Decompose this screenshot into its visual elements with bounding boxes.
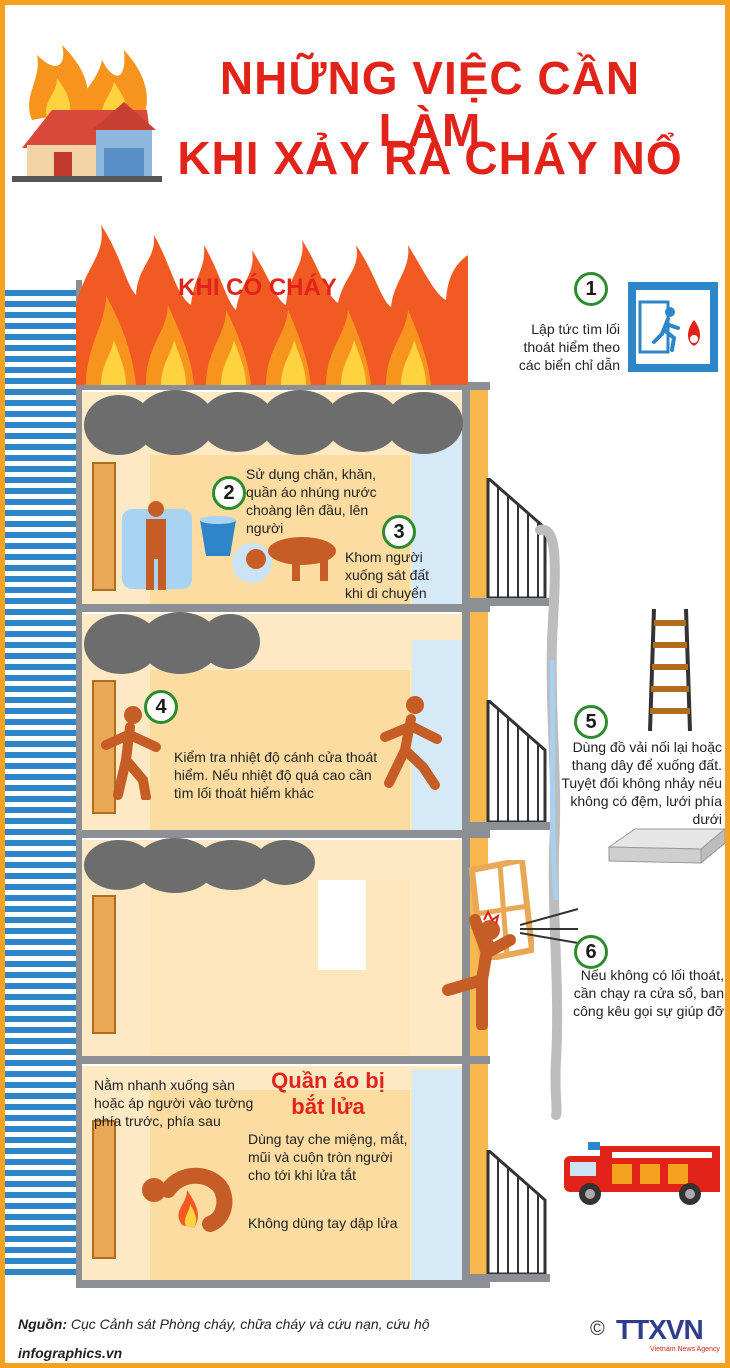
clothes-fire-tip-1: Nằm nhanh xuống sàn hoặc áp người vào tư… <box>94 1077 254 1129</box>
floor-slab <box>76 1280 490 1288</box>
floor-slab <box>76 1056 490 1064</box>
source-line: Nguồn: Cục Cảnh sát Phòng cháy, chữa chá… <box>18 1316 430 1332</box>
balcony-column <box>470 612 488 830</box>
safety-mattress-icon <box>607 827 727 865</box>
window-glass <box>412 1070 462 1280</box>
step-badge-2: 2 <box>212 476 246 510</box>
step-badge-6: 6 <box>574 935 608 969</box>
clothes-fire-heading: Quần áo bị bắt lửa <box>271 1068 385 1119</box>
person-with-wet-blanket-icon <box>122 501 192 590</box>
rooftop-flames-icon <box>76 225 468 385</box>
door <box>92 895 116 1034</box>
balcony-railing <box>470 478 550 606</box>
door <box>92 462 116 591</box>
rope-ladder-icon <box>648 608 692 732</box>
title-line-1: NHỮNG VIỆC CẦN LÀM <box>219 52 641 156</box>
source-text: Cục Cảnh sát Phòng cháy, chữa cháy và cứ… <box>70 1316 430 1332</box>
copyright-symbol: © <box>590 1318 605 1340</box>
person-checking-door-icon <box>101 706 161 800</box>
crawling-person-icon <box>232 537 336 583</box>
smoke-cloud <box>200 614 260 669</box>
step-badge-5: 5 <box>574 705 608 739</box>
back-wall <box>150 455 410 605</box>
step-text-6: Nếu không có lối thoát, cần chạy ra cửa … <box>573 967 724 1019</box>
section-heading-fire: KHI CÓ CHÁY <box>178 274 337 301</box>
clothes-fire-tip-2: Dùng tay che miệng, mắt, mũi và cuộn trò… <box>248 1131 408 1183</box>
floor-slab <box>76 382 490 390</box>
building-facade-stripes <box>0 290 76 1280</box>
step-badge-1: 1 <box>574 272 608 306</box>
fire-truck-icon <box>564 1142 720 1205</box>
building-wall-right <box>462 382 470 1288</box>
rolling-person-on-fire-icon <box>142 1167 233 1232</box>
smoke-cloud <box>385 392 463 454</box>
floor-slab <box>76 604 490 612</box>
step-badge-4: 4 <box>144 690 178 724</box>
ttxvn-logo-subtitle: Vietnam News Agency <box>650 1346 720 1353</box>
balcony-column <box>470 1064 488 1280</box>
step-text-1: Lập tức tìm lối thoát hiểm theo các biển… <box>518 321 620 373</box>
burning-house-icon <box>12 45 162 182</box>
building-wall-left <box>76 280 82 1288</box>
cloth-rope <box>535 524 563 1120</box>
person-calling-help-icon <box>442 910 516 1030</box>
emergency-exit-sign-icon <box>628 282 718 372</box>
back-wall <box>150 880 410 1055</box>
shout-lines-icon <box>520 908 579 944</box>
source-label: Nguồn: <box>18 1316 67 1332</box>
water-bucket-icon <box>200 516 236 556</box>
title-line-2: KHI XẢY RA CHÁY NỔ <box>177 132 683 184</box>
back-wall <box>150 670 410 830</box>
balcony-column <box>470 390 488 604</box>
step-badge-3: 3 <box>382 515 416 549</box>
site-link[interactable]: infographics.vn <box>18 1345 123 1361</box>
ttxvn-logo: TTXVN <box>616 1314 704 1345</box>
step-text-4: Kiểm tra nhiệt độ cánh cửa thoát hiểm. N… <box>174 749 378 801</box>
step-text-3: Khom người xuống sát đất khi di chuyển <box>345 549 430 601</box>
back-wall <box>150 1090 410 1280</box>
clothes-fire-tip-3: Không dùng tay dập lửa <box>248 1215 398 1231</box>
door <box>92 1120 116 1259</box>
floor-slab <box>76 830 490 838</box>
step-text-5: Dùng đồ vải nối lại hoặc thang dây để xu… <box>561 739 722 827</box>
doorway <box>318 880 366 970</box>
balcony-railing <box>470 700 550 830</box>
balcony-railing <box>470 1150 550 1282</box>
step-text-2: Sử dụng chăn, khăn, quần áo nhúng nước c… <box>246 466 377 536</box>
running-person-icon <box>380 696 442 790</box>
smoke-cloud <box>255 840 315 885</box>
